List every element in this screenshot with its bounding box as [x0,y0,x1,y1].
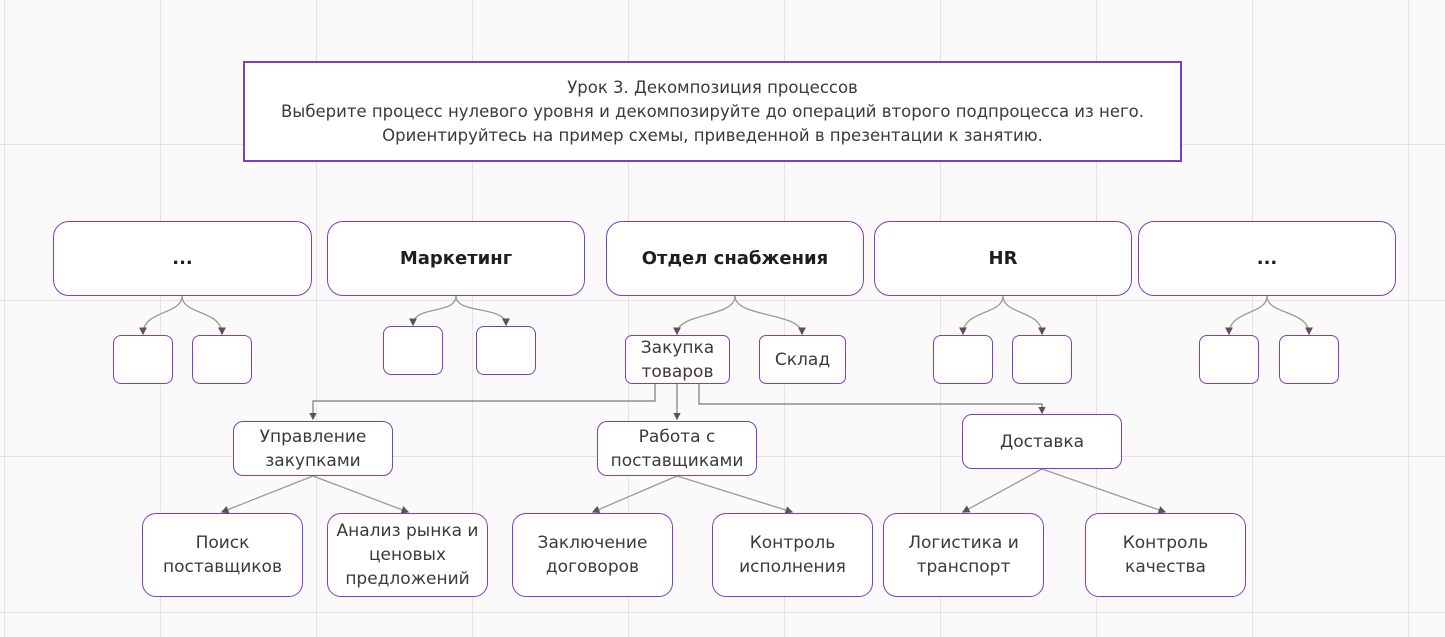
connector [220,475,314,514]
connector [1002,295,1046,336]
empty-subprocess-box[interactable] [1012,335,1072,384]
process-supplier-work[interactable]: Работа с поставщиками [597,421,757,476]
header-title: Урок 3. Декомпозиция процессов [567,77,858,97]
process-procurement-management[interactable]: Управление закупками [233,421,393,476]
empty-subprocess-box[interactable] [113,335,173,384]
connector [181,295,226,336]
empty-subprocess-box[interactable] [383,326,443,375]
operation-contracts[interactable]: Заключение договоров [512,513,673,597]
connector [698,384,1046,415]
connector [676,475,794,514]
connector [1266,295,1313,336]
connector [734,295,806,336]
subprocess-purchase-goods[interactable]: Закупка товаров [625,335,730,384]
department-node-supply[interactable]: Отдел снабжения [606,221,864,296]
process-delivery[interactable]: Доставка [962,414,1122,469]
empty-subprocess-box[interactable] [933,335,993,384]
empty-subprocess-box[interactable] [1199,335,1259,384]
department-node[interactable]: ... [53,221,312,296]
operation-quality-control[interactable]: Контроль качества [1085,513,1246,597]
operation-logistics[interactable]: Логистика и транспорт [883,513,1044,597]
department-node-hr[interactable]: HR [874,221,1132,296]
header-hint: Ориентируйтесь на пример схемы, приведен… [382,125,1043,145]
connector [1041,468,1167,514]
connector [591,475,678,514]
connector [139,295,183,336]
subprocess-warehouse[interactable]: Склад [759,335,846,384]
empty-subprocess-box[interactable] [476,326,536,375]
connector [312,475,410,514]
connector [1225,295,1268,336]
connector [961,468,1043,513]
header-instruction: Выберите процесс нулевого уровня и деком… [280,101,1144,121]
department-node[interactable]: ... [1138,221,1396,296]
operation-execution-control[interactable]: Контроль исполнения [712,513,873,597]
connector [455,295,510,327]
department-node-marketing[interactable]: Маркетинг [327,221,585,296]
connector [959,295,1004,336]
connector [409,295,457,327]
task-header: Урок 3. Декомпозиция процессов Выберите … [243,61,1182,162]
connector [673,295,736,336]
operation-supplier-search[interactable]: Поиск поставщиков [142,513,303,597]
operation-market-analysis[interactable]: Анализ рынка и ценовых предложений [327,513,488,597]
empty-subprocess-box[interactable] [1279,335,1339,384]
connector [309,384,656,421]
empty-subprocess-box[interactable] [192,335,252,384]
